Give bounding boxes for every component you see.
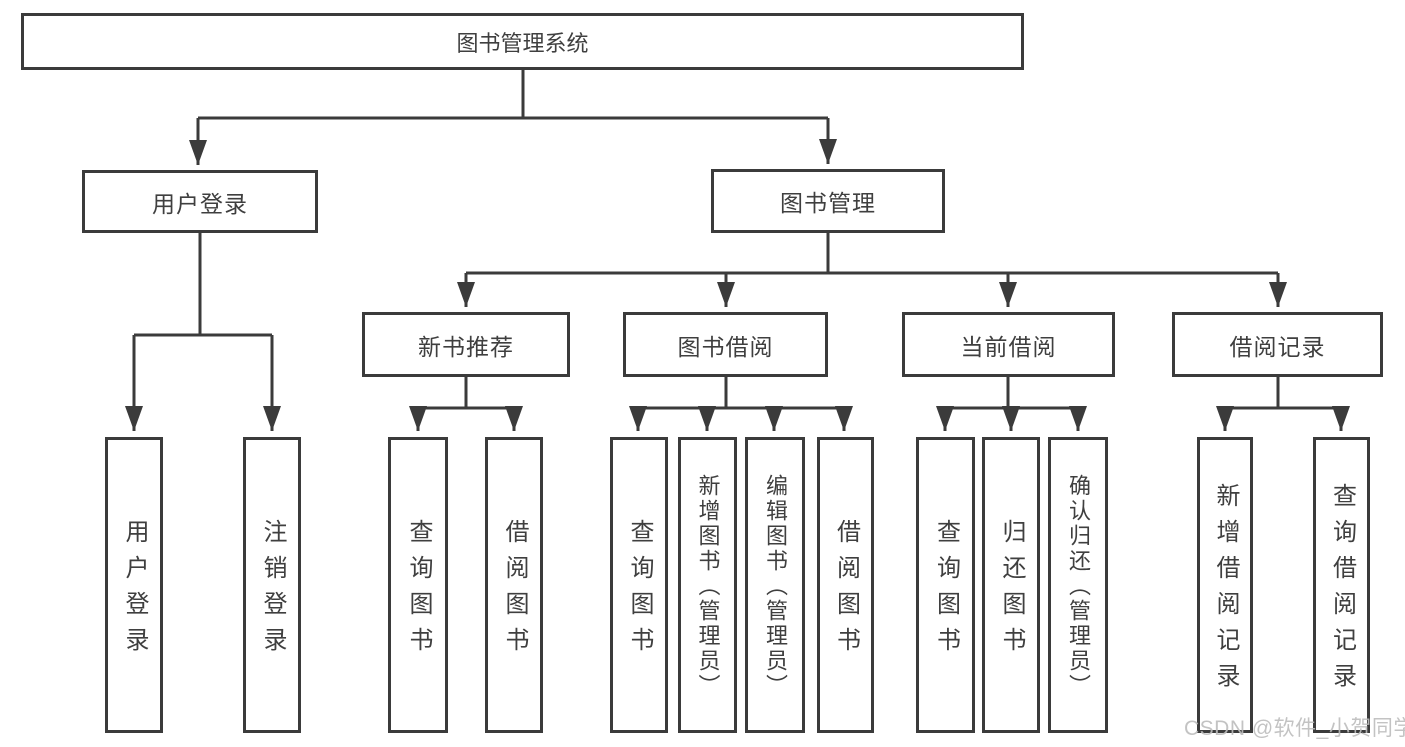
node-leaf-query-books-borrow: 查询图书 [610, 437, 668, 733]
node-root-system: 图书管理系统 [21, 13, 1024, 70]
node-leaf-user-login: 用户登录 [105, 437, 163, 733]
node-leaf-add-borrow-record: 新增借阅记录 [1197, 437, 1253, 733]
leaf-label: 确认归还（管理员） [1066, 474, 1091, 699]
node-leaf-borrow-books-recommend: 借阅图书 [485, 437, 543, 733]
node-leaf-logout: 注销登录 [243, 437, 301, 733]
node-leaf-query-books-current: 查询图书 [916, 437, 975, 733]
node-leaf-return-book: 归还图书 [982, 437, 1040, 733]
node-new-book-recommend: 新书推荐 [362, 312, 570, 377]
node-leaf-edit-book-admin: 编辑图书（管理员） [745, 437, 805, 733]
node-leaf-add-book-admin: 新增图书（管理员） [678, 437, 737, 733]
leaf-label: 借阅图书 [832, 519, 860, 663]
node-leaf-query-borrow-record: 查询借阅记录 [1313, 437, 1370, 733]
node-book-management: 图书管理 [711, 169, 945, 233]
leaf-label: 查询图书 [932, 519, 960, 663]
leaf-label: 用户登录 [121, 519, 148, 663]
leaf-label: 编辑图书（管理员） [763, 474, 788, 699]
node-leaf-confirm-return-admin: 确认归还（管理员） [1048, 437, 1108, 733]
node-user-login: 用户登录 [82, 170, 318, 233]
node-leaf-query-books-recommend: 查询图书 [388, 437, 448, 733]
leaf-label: 查询图书 [626, 519, 653, 663]
node-leaf-borrow-books: 借阅图书 [817, 437, 874, 733]
leaf-label: 查询借阅记录 [1328, 483, 1356, 699]
node-current-borrow: 当前借阅 [902, 312, 1115, 377]
leaf-label: 借阅图书 [501, 519, 528, 663]
node-book-borrow: 图书借阅 [623, 312, 828, 377]
leaf-label: 查询图书 [405, 519, 432, 663]
leaf-label: 归还图书 [998, 519, 1025, 663]
csdn-watermark: CSDN @软件_小贺同学 [1184, 717, 1405, 740]
leaf-label: 注销登录 [259, 519, 286, 663]
node-borrow-records: 借阅记录 [1172, 312, 1383, 377]
leaf-label: 新增借阅记录 [1212, 483, 1239, 699]
leaf-label: 新增图书（管理员） [695, 474, 721, 699]
